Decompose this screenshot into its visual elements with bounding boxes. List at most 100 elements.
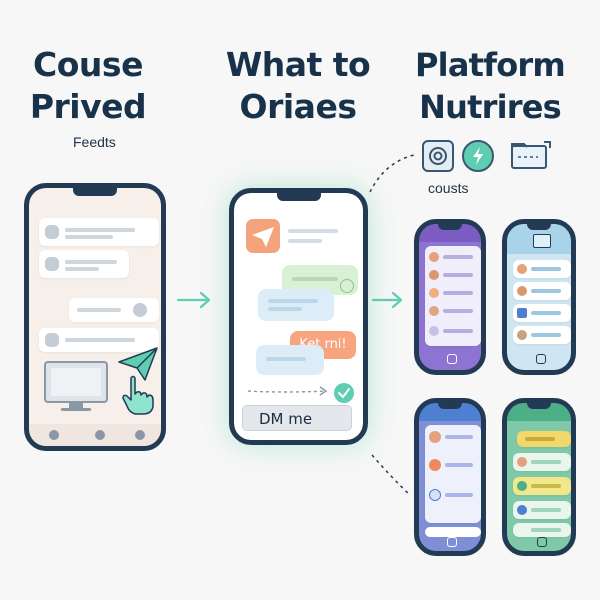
list-item[interactable] [513, 477, 571, 495]
profile-icon[interactable] [95, 430, 105, 440]
feed-line [65, 228, 135, 232]
heading-middle: What to Oriaes [218, 44, 378, 128]
avatar [429, 489, 441, 501]
list-item[interactable] [513, 304, 571, 322]
heading-right: Platform Nutrires [405, 44, 575, 128]
heading-left: Couse Prived [18, 44, 158, 128]
send-icon[interactable] [117, 344, 161, 384]
avatar [517, 481, 527, 491]
briefcase-icon [533, 234, 551, 248]
list-line [531, 289, 561, 293]
person-icon [45, 225, 59, 239]
list-line [443, 309, 473, 313]
hand-pointer-icon [119, 374, 159, 416]
heading-left-line1: Couse [33, 45, 143, 84]
feeds-label: Feedts [73, 134, 116, 150]
feed-card-3[interactable] [69, 298, 159, 322]
heading-left-line2: Prived [29, 87, 147, 126]
list-line [443, 329, 473, 333]
heading-middle-line1: What to [225, 45, 371, 84]
phone-notch [527, 403, 551, 409]
bottom-nav [29, 424, 161, 446]
send-icon[interactable] [246, 219, 280, 253]
list-item[interactable] [425, 246, 481, 346]
play-icon [517, 505, 527, 515]
list-item[interactable] [513, 523, 571, 537]
list-line [531, 508, 561, 512]
list-line [531, 484, 561, 488]
cousts-label: cousts [428, 180, 469, 196]
phone-notch [527, 224, 551, 230]
avatar [429, 288, 439, 298]
list-line [443, 291, 473, 295]
heading-right-line2: Nutrires [419, 88, 562, 126]
list-item[interactable] [513, 501, 571, 519]
chat-bubble-blue[interactable] [258, 289, 334, 321]
list-item[interactable] [513, 326, 571, 344]
chat-line [268, 307, 302, 311]
feed-card-2[interactable] [39, 250, 129, 278]
home-button[interactable] [536, 354, 546, 364]
chat-bubble-blue-2[interactable] [256, 345, 324, 375]
list-line [443, 255, 473, 259]
phone-platform-indigo [414, 398, 486, 556]
list-item[interactable] [513, 282, 571, 300]
avatar [429, 306, 439, 316]
feed-line [65, 260, 117, 264]
list-item[interactable] [425, 425, 481, 523]
list-line [531, 528, 561, 532]
arrow-icon [247, 386, 328, 396]
list-line [443, 273, 473, 277]
avatar [517, 264, 527, 274]
list-item[interactable] [513, 260, 571, 278]
list-line [445, 463, 473, 467]
home-button[interactable] [447, 354, 457, 364]
dm-input[interactable]: DM me [242, 405, 352, 431]
arrow-left-to-middle [176, 291, 211, 309]
home-button[interactable] [447, 537, 457, 547]
phone-notch [438, 403, 462, 409]
chat-line [266, 357, 306, 361]
feed-card-4[interactable] [39, 328, 159, 352]
chat-header-line [288, 229, 338, 233]
avatar [517, 330, 527, 340]
check-icon [334, 383, 354, 403]
list-line [445, 435, 473, 439]
reaction-icon [133, 303, 147, 317]
feed-line [77, 308, 121, 312]
message-input[interactable] [425, 527, 481, 537]
avatar [517, 286, 527, 296]
home-button[interactable] [537, 537, 547, 547]
phone-platform-blue [502, 219, 576, 375]
phone-notch [438, 224, 462, 230]
feed-line [65, 267, 99, 271]
list-line [531, 333, 561, 337]
checkbox-icon [517, 308, 527, 318]
avatar [517, 457, 527, 467]
monitor-icon [43, 360, 109, 414]
folder-icon[interactable] [510, 140, 552, 170]
chat-line [268, 299, 318, 303]
avatar [429, 252, 439, 262]
notification-icon[interactable] [135, 430, 145, 440]
home-icon[interactable] [49, 430, 59, 440]
chat-line [292, 277, 338, 281]
list-line [445, 493, 473, 497]
settings-icon[interactable] [422, 140, 454, 172]
heading-middle-line2: Oriaes [239, 87, 357, 126]
phone-feeds [24, 183, 166, 451]
platform-header [419, 403, 481, 421]
feed-card-1[interactable] [39, 218, 159, 246]
list-item[interactable] [517, 431, 571, 447]
platform-header [507, 403, 571, 421]
phone-notch [73, 188, 117, 196]
heading-right-line1: Platform [415, 46, 566, 84]
avatar [429, 326, 439, 336]
list-line [531, 460, 561, 464]
feed-line [65, 235, 113, 239]
platform-header [419, 224, 481, 242]
list-item[interactable] [513, 453, 571, 471]
person-icon [45, 257, 59, 271]
lightning-icon[interactable] [462, 140, 494, 172]
avatar [429, 459, 441, 471]
